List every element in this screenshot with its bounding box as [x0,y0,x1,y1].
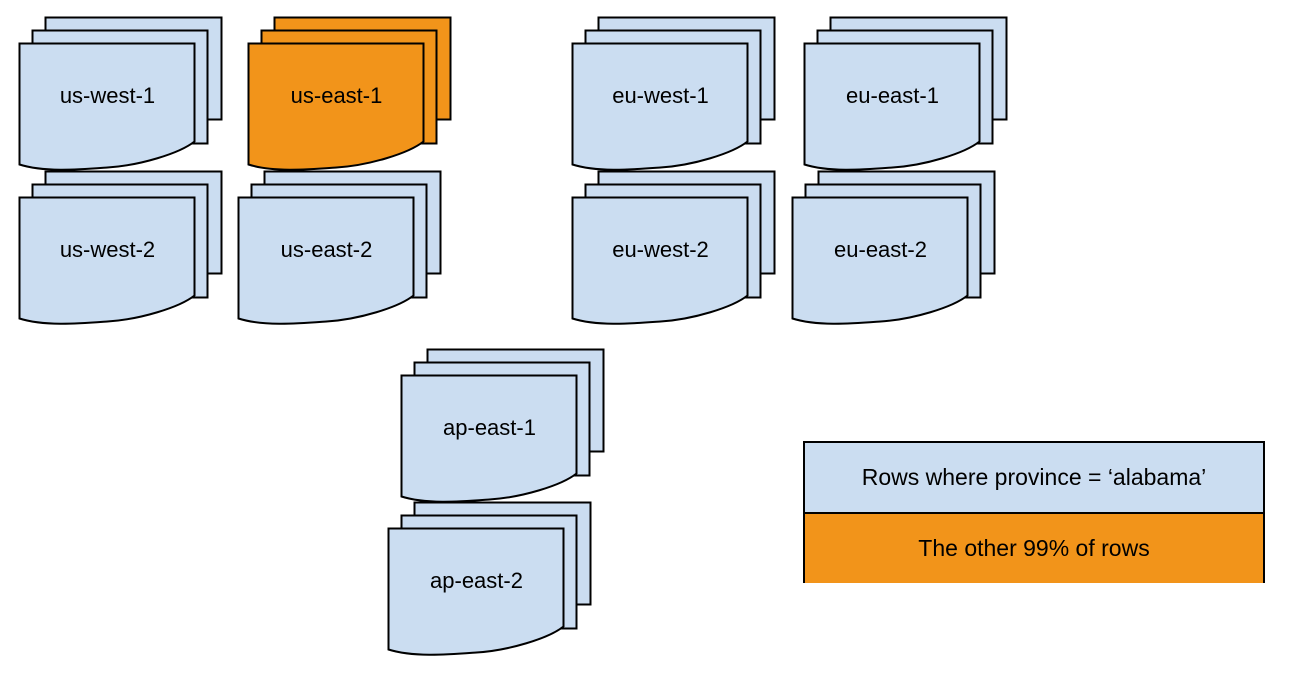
stack-label: us-east-2 [280,237,373,262]
doc-stack-us-west-1: us-west-1 [18,16,223,173]
stack-label: eu-west-1 [612,83,709,108]
document-stack-icon [387,501,592,656]
document-stack-icon [247,16,452,171]
stack-label: us-west-2 [59,237,156,262]
doc-stack-us-west-2: us-west-2 [18,170,223,327]
document-stack-icon [791,170,996,325]
doc-stack-eu-east-1: eu-east-1 [803,16,1008,173]
document-stack-icon [18,16,223,171]
stack-label: eu-east-1 [846,83,939,108]
stack-label: eu-east-2 [834,237,927,262]
stack-label: us-west-1 [59,83,156,108]
doc-stack-eu-west-2: eu-west-2 [571,170,776,327]
stack-label: ap-east-1 [443,415,536,440]
legend-row-other-rows: The other 99% of rows [805,512,1263,583]
doc-stack-eu-west-1: eu-west-1 [571,16,776,173]
doc-stack-ap-east-1: ap-east-1 [400,348,605,505]
document-stack-icon [571,170,776,325]
stack-label: eu-west-2 [612,237,709,262]
doc-stack-us-east-1: us-east-1 [247,16,452,173]
doc-stack-ap-east-2: ap-east-2 [387,501,592,658]
document-stack-icon [18,170,223,325]
legend-row-alabama: Rows where province = ‘alabama’ [805,443,1263,512]
document-stack-icon [803,16,1008,171]
legend: Rows where province = ‘alabama’ The othe… [803,441,1265,583]
doc-stack-us-east-2: us-east-2 [237,170,442,327]
document-stack-icon [237,170,442,325]
stack-label: us-east-1 [290,83,383,108]
legend-label-other-rows: The other 99% of rows [918,535,1150,561]
document-stack-icon [400,348,605,503]
stack-label: ap-east-2 [430,568,523,593]
legend-label-alabama: Rows where province = ‘alabama’ [861,464,1207,490]
doc-stack-eu-east-2: eu-east-2 [791,170,996,327]
document-stack-icon [571,16,776,171]
